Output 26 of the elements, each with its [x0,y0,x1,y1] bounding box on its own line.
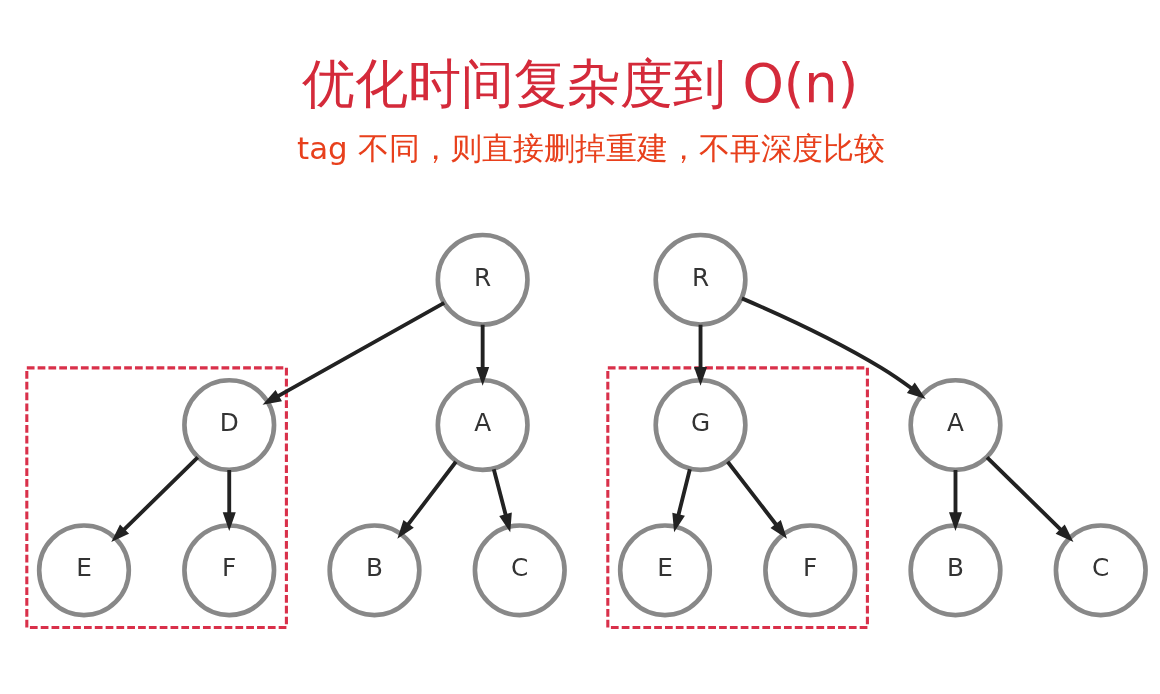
node-circle: B [908,523,1003,618]
node-circle: R [653,232,748,327]
node-circle: D [182,377,277,473]
label: tag 不同，则直接删掉重建，不再深度比较 [297,130,885,167]
arrow [222,470,236,531]
node-circle: A [435,377,530,473]
arrow [262,301,446,405]
cluster [25,366,288,629]
node-circle: E [617,523,713,618]
node-circle: C [472,523,567,618]
arrow [741,296,926,399]
arrow [694,324,708,386]
node-circle: R [435,232,530,327]
arrow [672,468,692,533]
arrow [948,470,962,531]
arrow [726,460,787,539]
arrow [397,460,458,539]
node-circle: F [763,523,858,618]
node-circle: G [653,377,748,473]
diagram-title: 优化时间复杂度到 O(n) [301,53,859,115]
arrow [111,456,200,543]
arrow [476,324,490,386]
arrow [491,468,512,533]
node-circle: B [327,523,422,618]
node-circle: F [182,523,277,618]
arrow [985,456,1074,543]
